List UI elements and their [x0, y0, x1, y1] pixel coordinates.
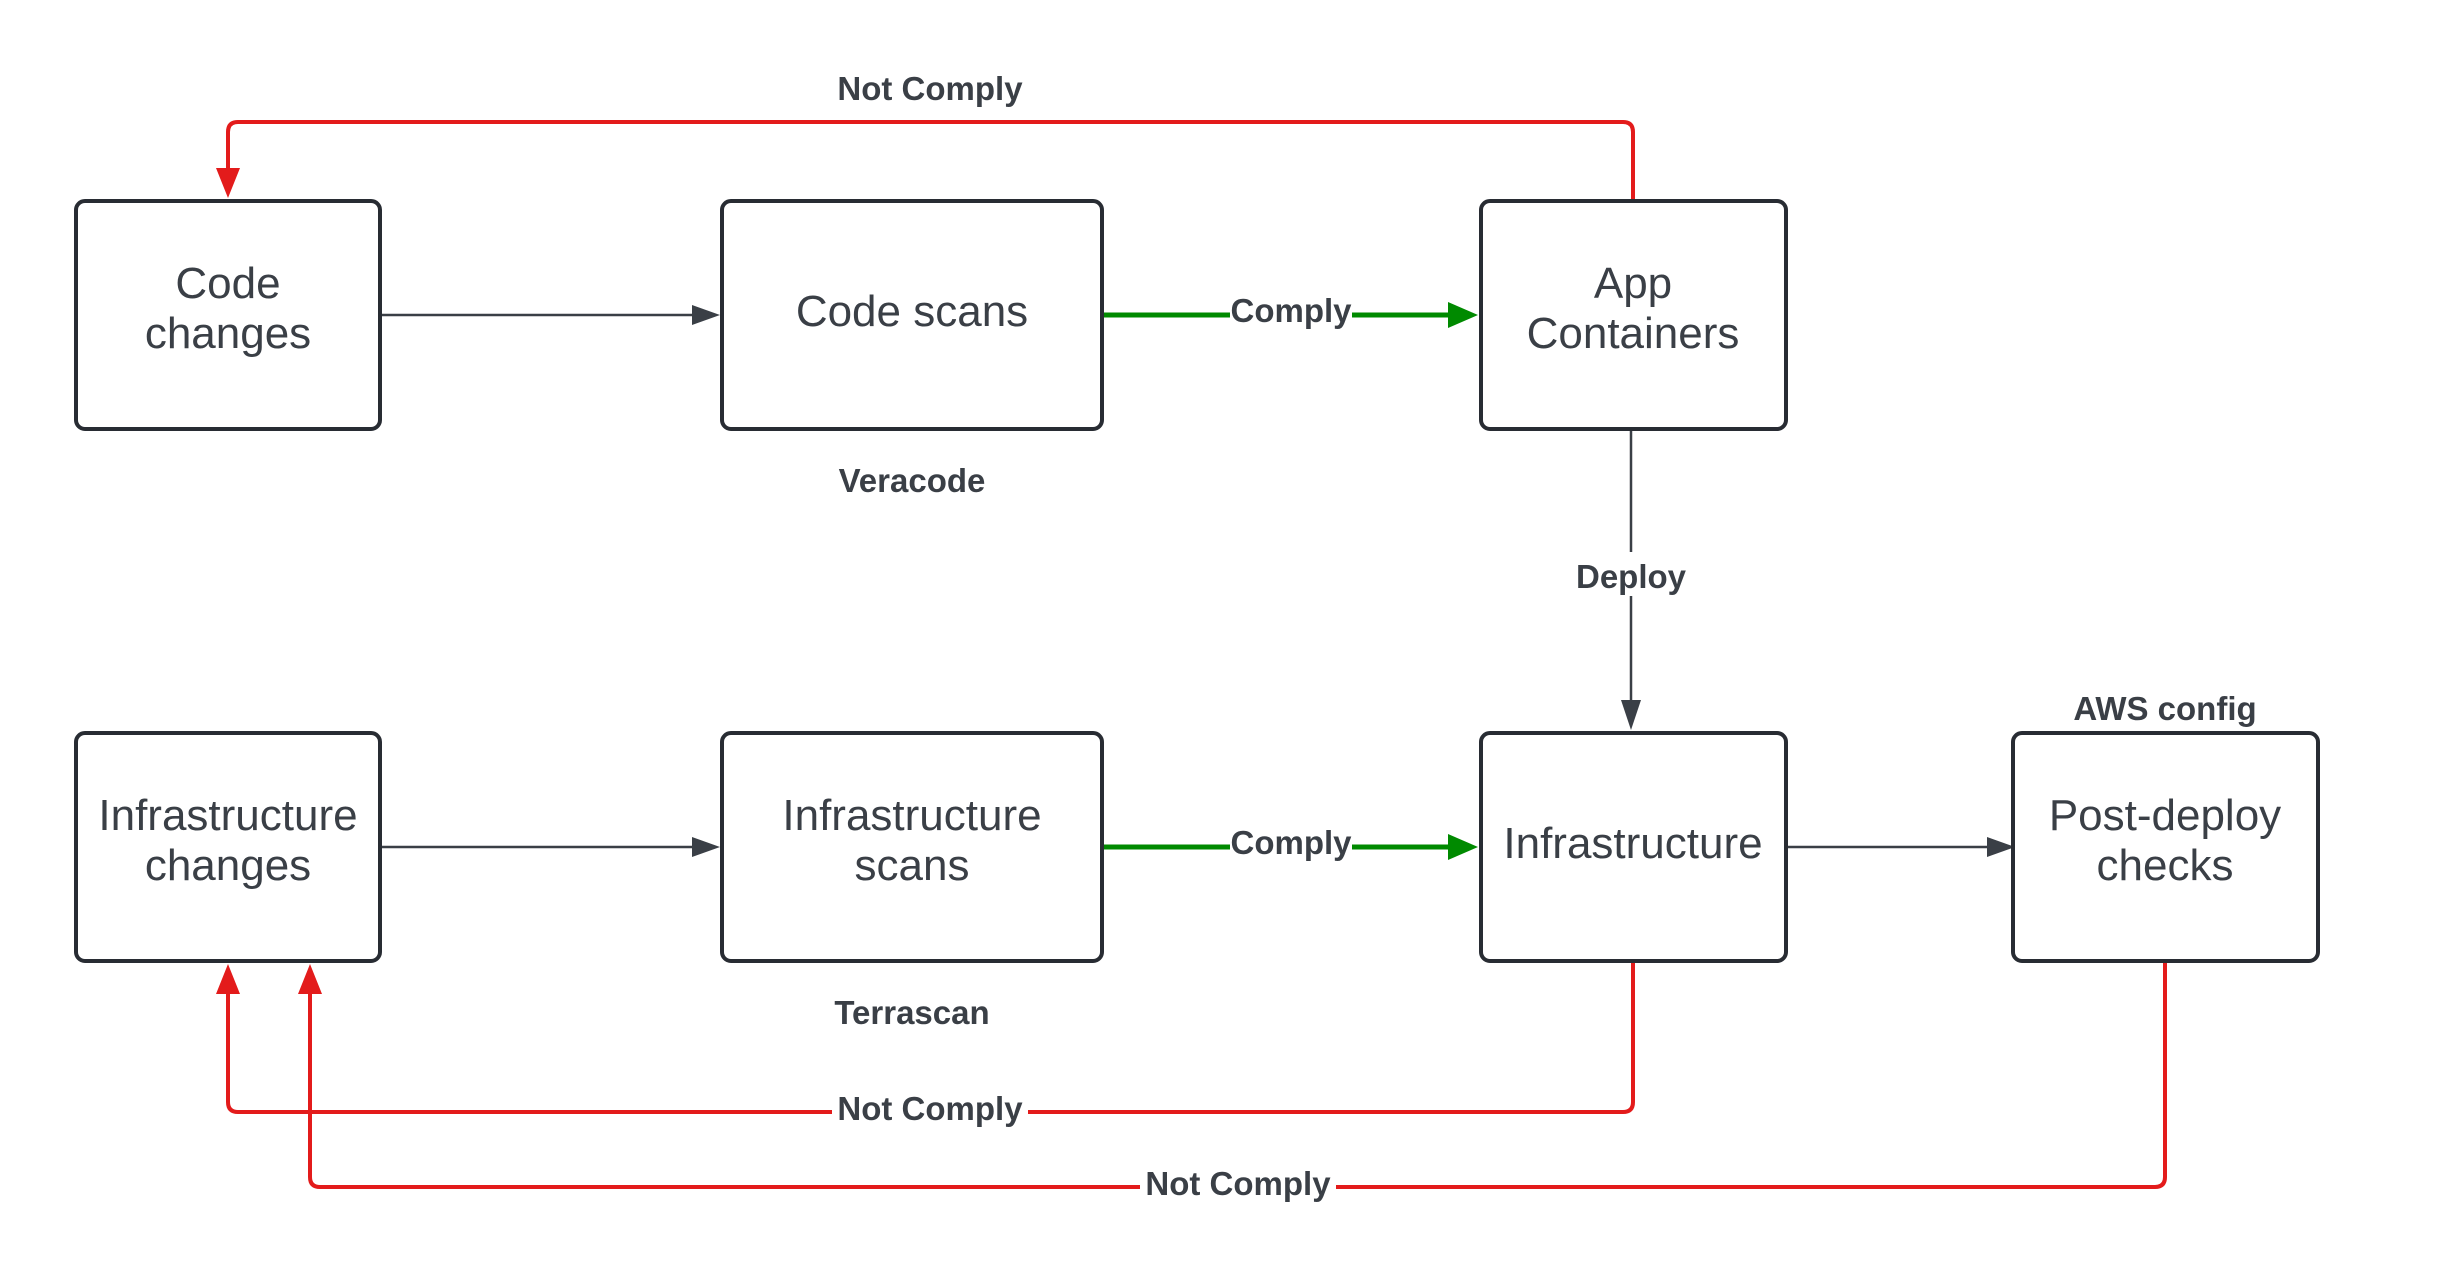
edge-infrastructure-to-post-deploy	[1786, 837, 2015, 857]
deploy-label: Deploy	[1576, 558, 1687, 595]
node-app-containers-line-1: App	[1594, 259, 1672, 308]
node-infrastructure-changes-line-1: Infrastructure	[98, 791, 357, 840]
node-code-changes[interactable]: Code changes	[74, 199, 382, 431]
node-infrastructure-label: Infrastructure	[1503, 819, 1762, 868]
node-code-changes-line-2: changes	[145, 309, 311, 358]
node-post-deploy-checks-line-1: Post-deploy	[2049, 791, 2281, 840]
veracode-label: Veracode	[839, 462, 986, 499]
node-infrastructure-changes[interactable]: Infrastructure changes	[74, 731, 382, 963]
node-infrastructure-changes-line-2: changes	[145, 841, 311, 890]
comply-label-top: Comply	[1230, 292, 1352, 329]
not-comply-label-infrastructure: Not Comply	[837, 1090, 1023, 1127]
node-app-containers-line-2: Containers	[1527, 309, 1740, 358]
edge-infra-changes-to-infra-scans	[380, 837, 720, 857]
node-code-changes-line-1: Code	[175, 259, 280, 308]
edge-infra-scans-to-infrastructure: Comply	[1102, 824, 1478, 864]
edge-app-containers-to-infrastructure: Deploy	[1568, 429, 1696, 730]
node-infrastructure-scans-line-2: scans	[855, 841, 970, 890]
node-code-scans[interactable]: Code scans	[720, 199, 1104, 431]
edge-post-deploy-to-infra-changes: Not Comply	[298, 962, 2167, 1208]
node-infrastructure-scans[interactable]: Infrastructure scans	[720, 731, 1104, 963]
node-post-deploy-checks-line-2: checks	[2097, 841, 2234, 890]
edge-infrastructure-to-infra-changes: Not Comply	[216, 962, 1635, 1132]
not-comply-label-post-deploy: Not Comply	[1145, 1165, 1331, 1202]
edge-code-scans-to-app-containers: Comply	[1102, 292, 1478, 332]
node-infrastructure-scans-line-1: Infrastructure	[782, 791, 1041, 840]
node-infrastructure[interactable]: Infrastructure	[1479, 731, 1788, 963]
edge-app-containers-to-code-changes: Not Comply	[216, 70, 1635, 200]
aws-config-label: AWS config	[2073, 690, 2256, 727]
node-code-scans-label: Code scans	[796, 287, 1028, 336]
comply-label-bottom: Comply	[1230, 824, 1352, 861]
terrascan-label: Terrascan	[834, 994, 989, 1031]
node-app-containers[interactable]: App Containers	[1479, 199, 1788, 431]
not-comply-label-top: Not Comply	[837, 70, 1023, 107]
edge-code-changes-to-code-scans	[380, 305, 720, 325]
node-post-deploy-checks[interactable]: Post-deploy checks	[2011, 731, 2320, 963]
